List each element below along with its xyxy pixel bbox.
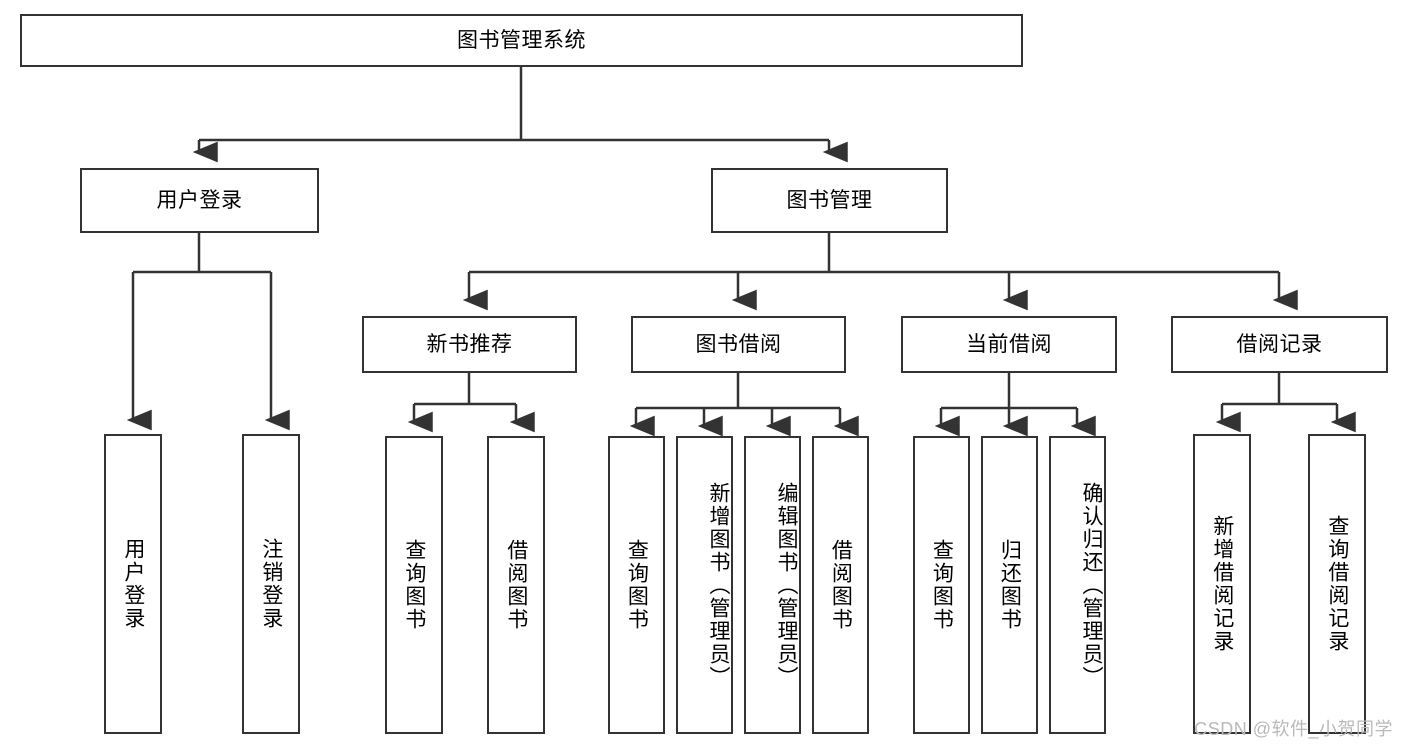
leaf-query-book-rec-label: 查询图书 xyxy=(402,539,426,631)
watermark: CSDN @软件_小贺同学 xyxy=(1194,719,1393,739)
leaf-add-record-label: 新增借阅记录 xyxy=(1210,515,1234,653)
leaf-confirm-return[interactable]: 确认归还（管理员） xyxy=(1049,436,1106,734)
leaf-user-login[interactable]: 用户登录 xyxy=(104,434,162,734)
node-root-label: 图书管理系统 xyxy=(457,28,586,52)
node-new-book-rec-label: 新书推荐 xyxy=(426,332,513,356)
leaf-edit-book[interactable]: 编辑图书（管理员） xyxy=(744,436,801,734)
leaf-edit-book-label: 编辑图书（管理员） xyxy=(775,481,798,689)
leaf-borrow-book[interactable]: 借阅图书 xyxy=(812,436,869,734)
leaf-return-book-label: 归还图书 xyxy=(998,539,1022,631)
node-current-borrow[interactable]: 当前借阅 xyxy=(901,316,1117,373)
leaf-user-login-label: 用户登录 xyxy=(121,538,145,630)
node-book-manage[interactable]: 图书管理 xyxy=(711,168,948,233)
leaf-query-book-borrow[interactable]: 查询图书 xyxy=(608,436,665,734)
node-borrow-record-label: 借阅记录 xyxy=(1236,332,1323,356)
leaf-borrow-book-label: 借阅图书 xyxy=(829,539,853,631)
leaf-logout-login[interactable]: 注销登录 xyxy=(242,434,300,734)
node-new-book-rec[interactable]: 新书推荐 xyxy=(362,316,577,373)
leaf-query-book-rec[interactable]: 查询图书 xyxy=(385,436,443,734)
leaf-query-record[interactable]: 查询借阅记录 xyxy=(1308,434,1366,734)
node-book-borrow[interactable]: 图书借阅 xyxy=(631,316,846,373)
leaf-query-book-borrow-label: 查询图书 xyxy=(625,539,649,631)
leaf-borrow-book-rec-label: 借阅图书 xyxy=(504,539,528,631)
leaf-confirm-return-label: 确认归还（管理员） xyxy=(1080,481,1103,689)
leaf-query-record-label: 查询借阅记录 xyxy=(1325,515,1349,653)
leaf-add-book[interactable]: 新增图书（管理员） xyxy=(676,436,733,734)
leaf-return-book[interactable]: 归还图书 xyxy=(981,436,1038,734)
node-book-manage-label: 图书管理 xyxy=(786,188,873,212)
node-current-borrow-label: 当前借阅 xyxy=(966,332,1052,356)
leaf-query-book-cur[interactable]: 查询图书 xyxy=(913,436,970,734)
leaf-add-record[interactable]: 新增借阅记录 xyxy=(1193,434,1251,734)
node-book-borrow-label: 图书借阅 xyxy=(695,332,782,356)
node-root[interactable]: 图书管理系统 xyxy=(20,14,1023,67)
leaf-borrow-book-rec[interactable]: 借阅图书 xyxy=(487,436,545,734)
node-borrow-record[interactable]: 借阅记录 xyxy=(1171,316,1388,373)
node-user-login[interactable]: 用户登录 xyxy=(80,168,319,233)
leaf-add-book-label: 新增图书（管理员） xyxy=(707,481,730,689)
node-user-login-label: 用户登录 xyxy=(156,188,243,212)
leaf-query-book-cur-label: 查询图书 xyxy=(930,539,954,631)
leaf-logout-login-label: 注销登录 xyxy=(259,538,283,630)
